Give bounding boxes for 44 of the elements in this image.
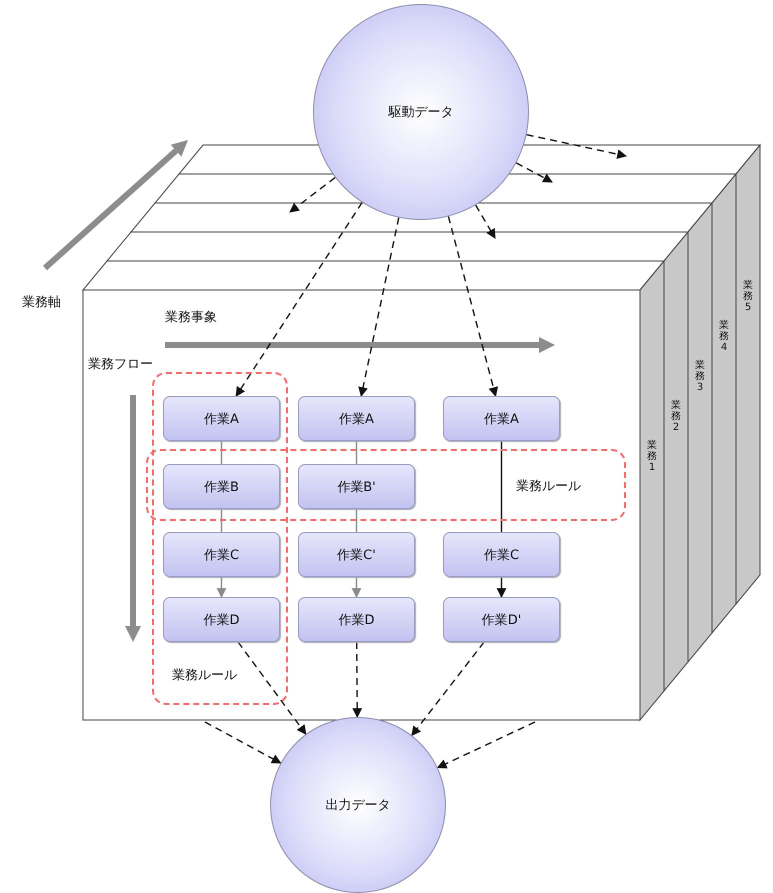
connector-line [500,441,502,532]
layer-label: 業務1 [647,440,657,473]
group-label: 業務ルール [516,478,581,495]
connector-line [356,509,358,532]
arrow [448,216,498,397]
connector-line [220,441,222,464]
task-box: 作業B' [298,464,415,509]
arrow [216,577,226,598]
task-box: 作業A [163,396,280,441]
task-box: 作業D [163,597,280,642]
dashed-group-frame [152,372,288,705]
layer-label: 業務5 [743,280,753,313]
task-box: 作業C' [298,532,415,577]
task-box: 作業C [443,532,560,577]
group-label: 業務ルール [172,667,237,684]
task-box: 作業B [163,464,280,509]
arrow [516,162,553,183]
arrow [204,721,282,764]
axis-label: 業務軸 [22,294,61,311]
data-circle: 駆動データ [313,4,529,220]
arrow [475,204,496,239]
task-box: 作業D' [443,597,560,642]
task-box: 作業A [443,396,560,441]
arrow [436,721,536,768]
arrow [411,642,485,736]
arrow [289,176,336,213]
connector-line [356,441,358,464]
task-box: 作業D [298,597,415,642]
layer-label: 業務3 [695,360,705,393]
arrow [238,642,306,735]
arrow [236,202,363,397]
connector-line [220,509,222,532]
arrow [496,577,506,598]
arrow [352,577,362,598]
data-circle: 出力データ [270,717,446,893]
task-box: 作業C [163,532,280,577]
axis-label: 業務フロー [88,356,153,373]
arrow [526,134,627,159]
arrow [352,642,362,718]
task-box: 作業A [298,396,415,441]
axis-label: 業務事象 [165,309,217,326]
arrow [358,218,400,397]
layer-label: 業務4 [719,320,729,353]
layer-label: 業務2 [671,400,681,433]
